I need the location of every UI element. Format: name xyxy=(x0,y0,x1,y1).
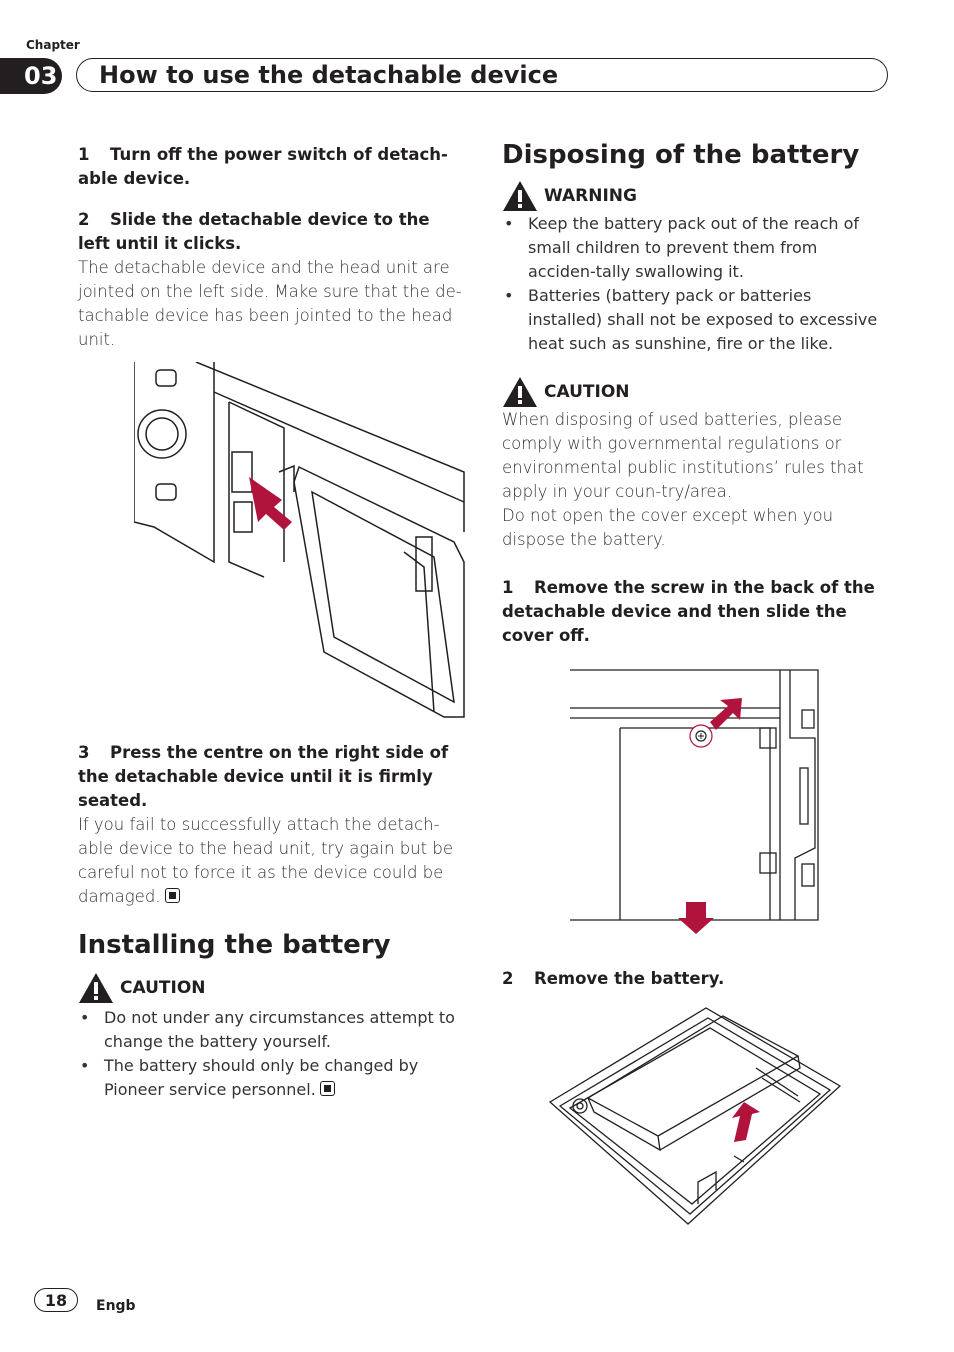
end-mark-icon xyxy=(164,888,180,903)
list-item: •Keep the battery pack out of the reach … xyxy=(504,214,860,281)
caution-text: Do not open the cover except when you di… xyxy=(502,506,834,549)
list-item: •Batteries (battery pack or batteries in… xyxy=(504,286,878,353)
language-code: Engb xyxy=(96,1298,136,1314)
warning-label: WARNING xyxy=(544,186,637,206)
section-heading: Installing the battery xyxy=(78,930,391,960)
step-body: If you fail to successfully attach the d… xyxy=(78,815,453,906)
installing-battery-section: Installing the battery CAUTION •Do not u… xyxy=(78,930,464,1102)
remove-cover-illustration xyxy=(570,669,819,934)
list-item: •The battery should only be changed by P… xyxy=(80,1056,419,1099)
page-number: 18 xyxy=(34,1288,78,1312)
caution-header: CAUTION xyxy=(502,376,886,408)
caution-text: When disposing of used batteries, please… xyxy=(502,410,864,501)
attach-device-illustration xyxy=(134,362,465,718)
section-heading: Disposing of the battery xyxy=(502,140,860,170)
caution-label: CAUTION xyxy=(544,382,630,402)
caution-list: •Do not under any circumstances attempt … xyxy=(78,1006,464,1102)
caution-header: CAUTION xyxy=(78,972,464,1004)
disposing-battery-section: Disposing of the battery WARNING •Keep t… xyxy=(502,140,886,552)
caution-label: CAUTION xyxy=(120,978,206,998)
warning-triangle-icon xyxy=(503,377,537,407)
remove-battery-illustration xyxy=(548,1007,842,1225)
list-item: •Do not under any circumstances attempt … xyxy=(80,1008,455,1051)
end-mark-icon xyxy=(319,1081,335,1096)
warning-triangle-icon xyxy=(503,181,537,211)
warning-triangle-icon xyxy=(79,973,113,1003)
warning-header: WARNING xyxy=(502,180,886,212)
warning-list: •Keep the battery pack out of the reach … xyxy=(502,212,886,356)
chapter-title: How to use the detachable device xyxy=(76,58,888,92)
chapter-label: Chapter xyxy=(26,38,80,52)
chapter-number-tab: 03 xyxy=(0,58,62,94)
step-body: The detachable device and the head unit … xyxy=(78,258,462,349)
